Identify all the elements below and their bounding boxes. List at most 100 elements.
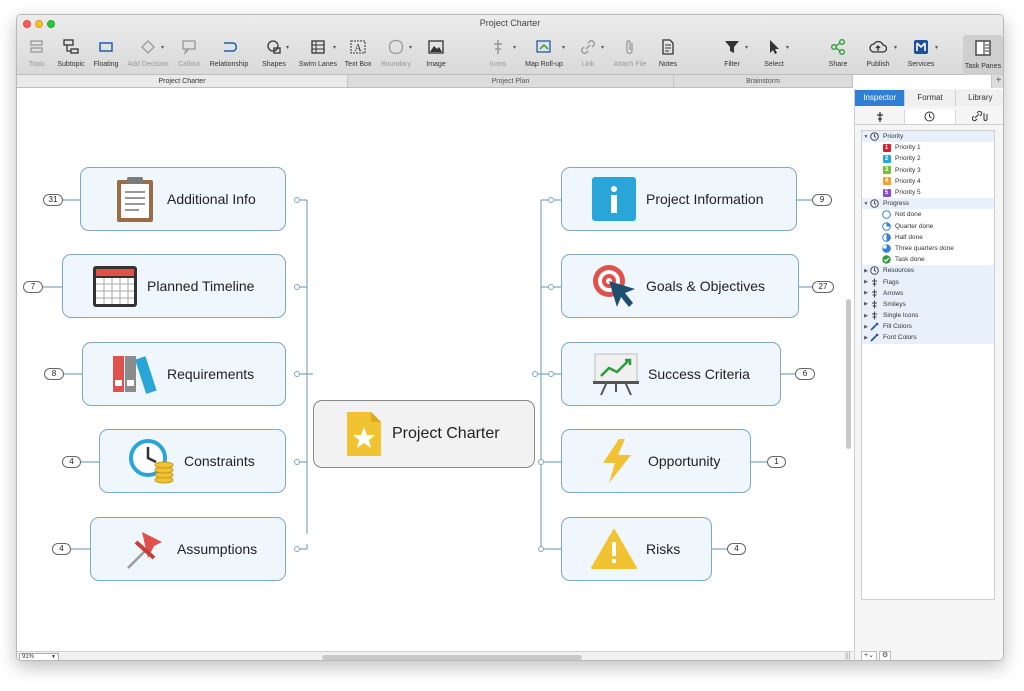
pushpin-icon <box>121 525 169 573</box>
swim-lanes-button[interactable]: ▾ Swim Lanes <box>297 37 339 75</box>
topic-project-information[interactable]: Project Information <box>561 167 797 231</box>
image-button[interactable]: Image <box>420 37 452 75</box>
list-item-task-done[interactable]: Task done <box>862 254 994 265</box>
group-flags[interactable]: ▶Flags <box>862 276 994 288</box>
group-fill-colors[interactable]: ▶Fill Colors <box>862 321 994 333</box>
horizontal-scrollbar[interactable] <box>322 655 582 660</box>
disclosure-open-icon[interactable]: ▼ <box>863 133 869 140</box>
icons-segment[interactable] <box>855 109 906 124</box>
child-count-badge[interactable]: 4 <box>62 456 81 468</box>
notes-button[interactable]: Notes <box>653 37 683 75</box>
close-window-button[interactable] <box>23 20 31 28</box>
group-progress[interactable]: ▼ Progress <box>862 198 994 210</box>
services-button[interactable]: ▾ Services <box>901 37 941 75</box>
link-attachment-icon <box>972 111 988 122</box>
topic-risks[interactable]: Risks <box>561 517 712 581</box>
callout-button[interactable]: Callout <box>173 37 205 75</box>
text-box-button[interactable]: A Text Box <box>342 37 374 75</box>
topic-opportunity[interactable]: Opportunity <box>561 429 751 493</box>
tab-library[interactable]: Library <box>955 90 1003 106</box>
cloud-upload-icon <box>869 40 887 53</box>
map-canvas[interactable]: Additional Info 31 Planned Timeline 7 Re… <box>17 89 853 651</box>
tab-format[interactable]: Format <box>905 90 956 106</box>
child-count-badge[interactable]: 7 <box>23 281 43 293</box>
tab-project-charter[interactable]: Project Charter <box>17 75 348 87</box>
links-attachments-segment[interactable] <box>956 109 1003 124</box>
tab-inspector[interactable]: Inspector <box>855 90 906 106</box>
group-font-colors[interactable]: ▶Font Colors <box>862 332 994 344</box>
shapes-button[interactable]: ▾ Shapes <box>258 37 290 75</box>
topic-icon <box>30 40 43 53</box>
list-item-not-done[interactable]: Not done <box>862 209 994 220</box>
topic-requirements[interactable]: Requirements <box>82 342 286 406</box>
add-tab-button[interactable]: + <box>991 75 1003 88</box>
disclosure-closed-icon[interactable]: ▶ <box>864 323 868 330</box>
task-info-segment[interactable] <box>905 109 956 124</box>
share-button[interactable]: Share <box>823 37 853 75</box>
add-menu-button[interactable]: +⌄ <box>861 651 877 660</box>
topic-assumptions[interactable]: Assumptions <box>90 517 286 581</box>
topic-planned-timeline[interactable]: Planned Timeline <box>62 254 286 318</box>
disclosure-closed-icon[interactable]: ▶ <box>864 279 868 286</box>
filter-button[interactable]: ▾ Filter <box>715 37 749 75</box>
icons-button[interactable]: ▾ Icons <box>479 37 517 75</box>
gear-icon[interactable]: ⚙ <box>878 651 892 660</box>
child-count-badge[interactable]: 9 <box>812 194 832 206</box>
topic-goals-objectives[interactable]: Goals & Objectives <box>561 254 799 318</box>
topic-success-criteria[interactable]: Success Criteria <box>561 342 781 406</box>
relationship-button[interactable]: Relationship <box>208 37 250 75</box>
document-star-icon <box>346 411 382 457</box>
group-smileys[interactable]: ▶Smileys <box>862 298 994 310</box>
disclosure-closed-icon[interactable]: ▶ <box>864 312 868 319</box>
child-count-badge[interactable]: 27 <box>812 281 834 293</box>
group-single-icons[interactable]: ▶Single Icons <box>862 310 994 322</box>
link-button[interactable]: ▾ Link <box>573 37 604 75</box>
publish-button[interactable]: ▾ Publish <box>860 37 897 75</box>
disclosure-closed-icon[interactable]: ▶ <box>864 267 868 274</box>
floating-button[interactable]: Floating <box>89 37 123 75</box>
group-priority[interactable]: ▼ Priority <box>862 131 994 143</box>
zoom-window-button[interactable] <box>47 20 55 28</box>
list-item-quarter-done[interactable]: Quarter done <box>862 221 994 232</box>
task-panes-button[interactable]: Task Panes <box>963 35 1003 75</box>
boundary-button[interactable]: ▾ Boundary <box>377 37 415 75</box>
central-topic[interactable]: Project Charter <box>313 400 535 468</box>
select-button[interactable]: ▾ Select <box>758 37 790 75</box>
list-item-three-quarters-done[interactable]: Three quarters done <box>862 243 994 254</box>
subtopic-button[interactable]: Subtopic <box>55 37 87 75</box>
attach-file-button[interactable]: Attach File <box>611 37 649 75</box>
disclosure-closed-icon[interactable]: ▶ <box>864 334 868 341</box>
task-pane-tabs: Inspector Format Library <box>855 90 1003 106</box>
tab-project-plan[interactable]: Project Plan <box>348 75 674 87</box>
list-item-half-done[interactable]: Half done <box>862 232 994 243</box>
child-count-badge[interactable]: 31 <box>43 194 63 206</box>
child-count-badge[interactable]: 4 <box>52 543 71 555</box>
disclosure-closed-icon[interactable]: ▶ <box>864 290 868 297</box>
disclosure-closed-icon[interactable]: ▶ <box>864 301 868 308</box>
child-count-badge[interactable]: 8 <box>44 368 64 380</box>
group-arrows[interactable]: ▶Arrows <box>862 287 994 299</box>
resize-grip-icon[interactable]: ||| <box>845 653 851 660</box>
minimize-window-button[interactable] <box>35 20 43 28</box>
map-rollup-button[interactable]: ▾ Map Roll-up <box>522 37 566 75</box>
topic-constraints[interactable]: Constraints <box>99 429 286 493</box>
vertical-scrollbar[interactable] <box>846 299 851 449</box>
floating-topic-icon <box>99 42 113 52</box>
disclosure-open-icon[interactable]: ▼ <box>863 200 869 207</box>
shapes-icon <box>267 40 281 54</box>
group-resources[interactable]: ▶Resources <box>862 265 994 277</box>
add-decision-button[interactable]: ▾ Add Decision <box>125 37 171 75</box>
zoom-select[interactable]: 91%▼ <box>19 653 59 660</box>
topic-additional-info[interactable]: Additional Info <box>80 167 286 231</box>
child-count-badge[interactable]: 1 <box>767 456 786 468</box>
child-count-badge[interactable]: 4 <box>727 543 746 555</box>
tab-brainstorm[interactable]: Brainstorm <box>674 75 853 87</box>
child-count-badge[interactable]: 6 <box>795 368 815 380</box>
clipboard-icon <box>111 175 159 223</box>
topic-button[interactable]: Topic <box>21 37 53 75</box>
